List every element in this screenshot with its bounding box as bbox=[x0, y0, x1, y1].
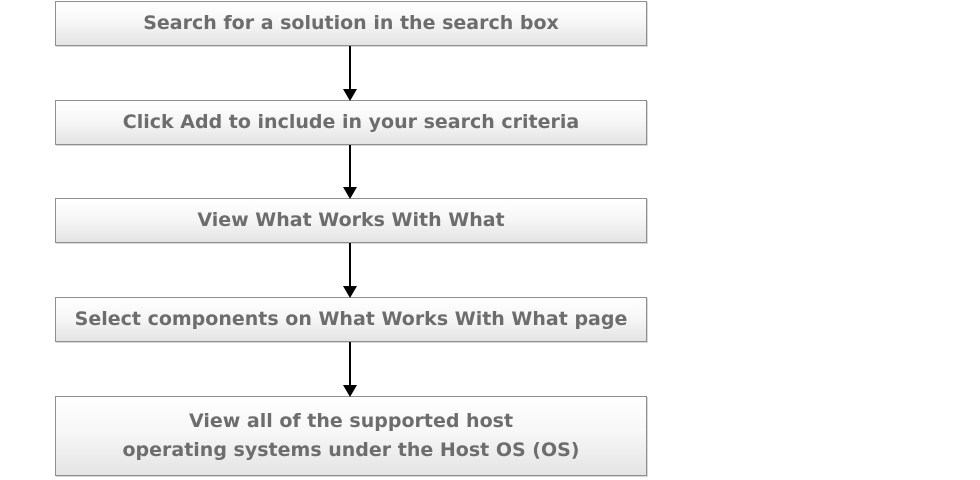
step-select-components: Select components on What Works With Wha… bbox=[55, 297, 647, 342]
step-click-add: Click Add to include in your search crit… bbox=[55, 100, 647, 145]
step-label: Search for a solution in the search box bbox=[143, 12, 559, 34]
step-label: Click Add to include in your search crit… bbox=[122, 111, 580, 133]
step-label: Select components on What Works With Wha… bbox=[74, 308, 628, 330]
step-label-line-2: operating systems under the Host OS (OS) bbox=[122, 439, 580, 461]
step-view-what-works: View What Works With What bbox=[55, 198, 647, 243]
step-label: View What Works With What bbox=[197, 209, 505, 231]
step-view-host-os: View all of the supported host operating… bbox=[55, 396, 647, 476]
step-search-solution: Search for a solution in the search box bbox=[55, 1, 647, 46]
step-label-line-1: View all of the supported host bbox=[188, 410, 514, 432]
